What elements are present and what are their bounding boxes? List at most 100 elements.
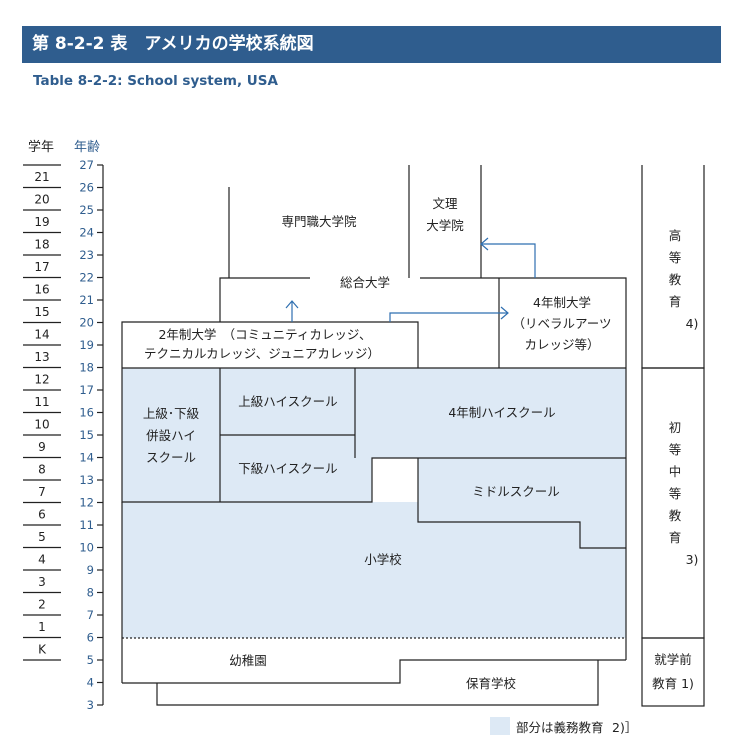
grade-label: K bbox=[38, 643, 47, 657]
age-label: 14 bbox=[79, 451, 94, 465]
secondary-ed-char-4: 等 bbox=[669, 486, 682, 501]
grade-label: 2 bbox=[38, 598, 46, 612]
two-year-college-label-1: 2年制大学 （コミュニティカレッジ、 bbox=[158, 327, 371, 342]
age-label: 10 bbox=[79, 541, 94, 555]
arrow-four-year-to-grad bbox=[481, 243, 536, 278]
university-outline-left bbox=[219, 277, 310, 322]
grade-label: 11 bbox=[34, 395, 49, 409]
grade-label: 5 bbox=[38, 530, 46, 544]
four-year-college-label-2: （リベラルアーツ bbox=[512, 316, 611, 331]
age-label: 16 bbox=[79, 406, 94, 420]
legend-note: 2)］ bbox=[612, 720, 637, 735]
higher-ed-char-2: 等 bbox=[669, 250, 682, 265]
nursery-outline bbox=[156, 660, 599, 706]
grade-label: 15 bbox=[34, 305, 49, 319]
age-label: 4 bbox=[87, 676, 94, 690]
age-label: 20 bbox=[79, 316, 94, 330]
kindergarten-label: 幼稚園 bbox=[229, 653, 267, 668]
university-label: 総合大学 bbox=[340, 275, 390, 290]
age-label: 3 bbox=[87, 698, 94, 712]
preschool-ed-box bbox=[641, 637, 705, 707]
grade-label: 3 bbox=[38, 575, 46, 589]
combined-hs-label-1: 上級･下級 bbox=[143, 406, 200, 421]
age-label: 7 bbox=[87, 608, 94, 622]
nursery-label: 保育学校 bbox=[466, 676, 517, 691]
grade-label: 17 bbox=[34, 260, 49, 274]
age-label: 23 bbox=[79, 248, 94, 262]
elementary-label: 小学校 bbox=[364, 552, 402, 567]
secondary-ed-char-3: 中 bbox=[669, 464, 682, 479]
junior-hs-bottom-line bbox=[220, 457, 626, 503]
arts-grad-label-2: 大学院 bbox=[426, 218, 464, 233]
higher-ed-char-3: 教 bbox=[669, 272, 682, 287]
professional-grad-label: 専門職大学院 bbox=[281, 214, 357, 229]
age-label: 12 bbox=[79, 496, 94, 510]
two-year-college-outline bbox=[121, 321, 419, 368]
arrow-head-left bbox=[480, 237, 489, 251]
age-label: 8 bbox=[87, 586, 94, 600]
preschool-ed-label-2: 教育 1) bbox=[652, 676, 694, 691]
arrow-two-year-to-four-year bbox=[389, 312, 508, 322]
grade-label: 19 bbox=[34, 215, 49, 229]
grade-label: 20 bbox=[34, 193, 49, 207]
arrow-head-up bbox=[285, 300, 299, 309]
age-header: 年齢 bbox=[74, 140, 100, 155]
grade-label: 10 bbox=[34, 418, 49, 432]
grade-label: 16 bbox=[34, 283, 49, 297]
age-axis: 2726252423222120191817161514131211109876… bbox=[79, 158, 104, 712]
figure-title: 第 8-2-2 表 アメリカの学校系統図 bbox=[22, 26, 721, 63]
age-label: 24 bbox=[79, 226, 94, 240]
age-label: 22 bbox=[79, 271, 94, 285]
arrow-head-right bbox=[500, 306, 509, 320]
age-label: 9 bbox=[87, 563, 94, 577]
grade-label: 4 bbox=[38, 553, 46, 567]
age-label: 21 bbox=[79, 293, 94, 307]
grade-label: 6 bbox=[38, 508, 46, 522]
age-label: 25 bbox=[79, 203, 94, 217]
figure-subtitle: Table 8-2-2: School system, USA bbox=[33, 73, 278, 89]
higher-ed-note: 4) bbox=[686, 316, 699, 331]
secondary-ed-char-1: 初 bbox=[669, 420, 682, 435]
age-label: 27 bbox=[79, 158, 94, 172]
secondary-ed-char-6: 育 bbox=[669, 530, 682, 545]
age-label: 15 bbox=[79, 428, 94, 442]
combined-hs-label-3: スクール bbox=[146, 450, 196, 465]
age-label: 19 bbox=[79, 338, 94, 352]
age-label: 18 bbox=[79, 361, 94, 375]
university-outline-right bbox=[420, 277, 627, 368]
middle-school-label: ミドルスクール bbox=[472, 484, 560, 499]
legend-swatch bbox=[490, 717, 510, 735]
age-label: 11 bbox=[79, 518, 94, 532]
four-year-college-label-1: 4年制大学 bbox=[533, 295, 591, 310]
senior-hs-label: 上級ハイスクール bbox=[238, 394, 337, 409]
grade-label: 7 bbox=[38, 485, 46, 499]
preschool-ed-label-1: 就学前 bbox=[654, 652, 692, 667]
legend-text: 部分は義務教育 bbox=[516, 720, 604, 735]
age-label: 17 bbox=[79, 383, 94, 397]
four-year-hs-label: 4年制ハイスクール bbox=[448, 405, 555, 420]
combined-hs-label-2: 併設ハイ bbox=[146, 428, 196, 443]
age-label: 13 bbox=[79, 473, 94, 487]
two-year-college-label-2: テクニカルカレッジ、ジュニアカレッジ） bbox=[144, 346, 380, 361]
secondary-ed-char-5: 教 bbox=[669, 508, 682, 523]
secondary-ed-note: 3) bbox=[686, 552, 699, 567]
higher-ed-char-4: 育 bbox=[669, 294, 682, 309]
grade-label: 9 bbox=[38, 440, 46, 454]
age-label: 5 bbox=[87, 653, 94, 667]
kindergarten-bottom-line bbox=[122, 659, 626, 684]
higher-ed-char-1: 高 bbox=[669, 228, 682, 243]
secondary-ed-box bbox=[641, 367, 705, 639]
arts-grad-label-1: 文理 bbox=[432, 196, 458, 211]
junior-hs-label: 下級ハイスクール bbox=[238, 461, 337, 476]
grade-label: 14 bbox=[34, 328, 49, 342]
middle-school-outline bbox=[417, 458, 626, 549]
grade-label: 21 bbox=[34, 170, 49, 184]
grade-label: 13 bbox=[34, 350, 49, 364]
grade-header: 学年 bbox=[28, 139, 54, 155]
secondary-ed-char-2: 等 bbox=[669, 442, 682, 457]
grade-label: 8 bbox=[38, 463, 46, 477]
age-label: 26 bbox=[79, 181, 94, 195]
higher-ed-box bbox=[641, 165, 705, 369]
